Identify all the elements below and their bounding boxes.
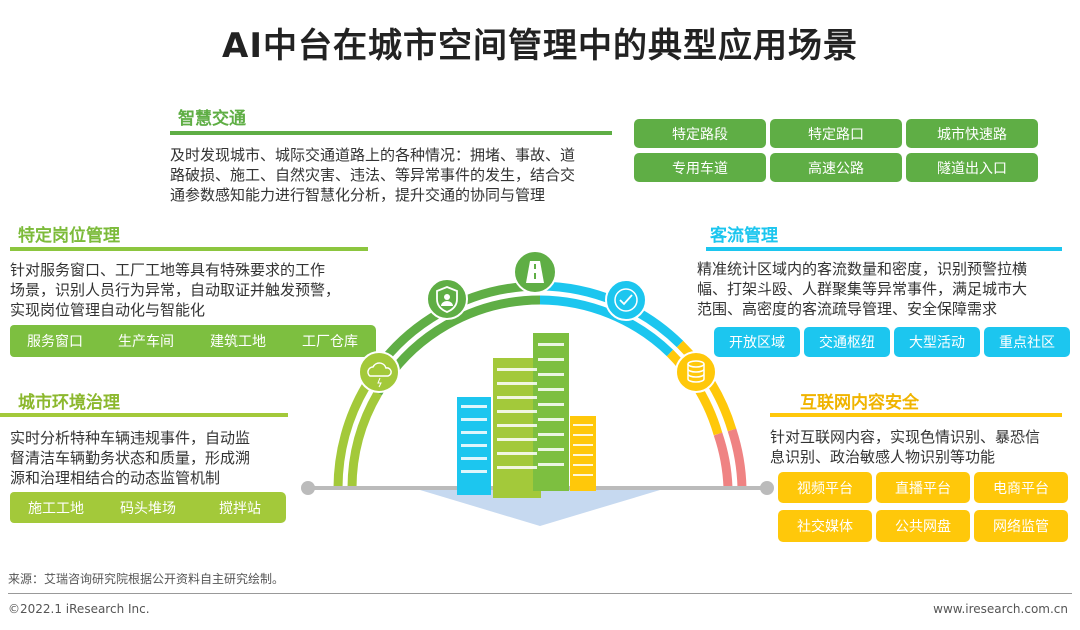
text-line: 精准统计区域内的客流数量和密度，识别预警拉横 [697,260,1028,278]
database-icon [675,351,717,393]
tag-flow: 开放区域 [714,327,800,357]
text-line: 源和治理相结合的动态监管机制 [10,469,221,487]
tag-post: 生产车间 [100,325,192,357]
tag-post: 工厂仓库 [284,325,376,357]
net-divider [770,413,1062,417]
flow-heading: 客流管理 [710,226,778,246]
env-divider [0,413,288,417]
env-heading: 城市环境治理 [18,393,120,413]
post-description: 针对服务窗口、工厂工地等具有特殊要求的工作场景，识别人员行为异常，自动取证并触发… [10,260,340,320]
flow-divider [706,247,1062,251]
traffic-divider [170,131,612,135]
buildings-icon [457,333,596,498]
tag-env: 码头堆场 [102,492,194,523]
tag-traffic: 特定路口 [770,119,902,148]
env-description: 实时分析特种车辆违规事件，自动监督清洁车辆勤务状态和质量，形成溯源和治理相结合的… [10,428,250,488]
tag-traffic: 特定路段 [634,119,766,148]
page-title: AI中台在城市空间管理中的典型应用场景 [222,26,858,66]
tag-traffic: 专用车道 [634,153,766,182]
post-heading: 特定岗位管理 [18,226,120,246]
ground-shadow [420,490,660,526]
tag-flow: 大型活动 [894,327,980,357]
source-note: 来源：艾瑞咨询研究院根据公开资料自主研究绘制。 [8,572,285,586]
text-line: 场景，识别人员行为异常，自动取证并触发预警， [10,281,341,299]
tag-net: 直播平台 [876,472,970,503]
cloud-icon [358,351,400,393]
check-circle-icon [605,279,647,321]
tag-env: 施工工地 [10,492,102,523]
tag-post: 服务窗口 [10,325,100,357]
text-line: 通参数感知能力进行智慧化分析，提升交通的协同与管理 [170,186,546,204]
copyright: ©2022.1 iResearch Inc. [8,602,150,616]
post-divider [10,247,368,251]
text-line: 针对互联网内容，实现色情识别、暴恐信 [770,428,1041,446]
tag-net: 社交媒体 [778,510,872,542]
text-line: 实现岗位管理自动化与智能化 [10,301,206,319]
shield-user-icon [426,278,468,320]
net-description: 针对互联网内容，实现色情识别、暴恐信息识别、政治敏感人物识别等功能 [770,427,1040,467]
tag-net: 视频平台 [778,472,872,503]
tag-net: 公共网盘 [876,510,970,542]
text-line: 路破损、施工、自然灾害、违法、等异常事件的发生，结合交 [170,166,576,184]
text-line: 息识别、政治敏感人物识别等功能 [770,448,996,466]
tag-flow: 重点社区 [984,327,1070,357]
tag-net: 电商平台 [974,472,1068,503]
website-link[interactable]: www.iresearch.com.cn [933,602,1068,616]
road-icon [513,250,557,294]
tag-traffic: 高速公路 [770,153,902,182]
tag-traffic: 城市快速路 [906,119,1038,148]
text-line: 督清洁车辆勤务状态和质量，形成溯 [10,449,251,467]
text-line: 针对服务窗口、工厂工地等具有特殊要求的工作 [10,261,326,279]
net-heading: 互联网内容安全 [800,393,919,413]
tag-net: 网络监管 [974,510,1068,542]
text-line: 及时发现城市、城际交通道路上的各种情况：拥堵、事故、道 [170,146,576,164]
flow-description: 精准统计区域内的客流数量和密度，识别预警拉横幅、打架斗殴、人群聚集等异常事件，满… [697,259,1027,319]
tag-post: 建筑工地 [192,325,284,357]
traffic-heading: 智慧交通 [178,109,246,129]
traffic-description: 及时发现城市、城际交通道路上的各种情况：拥堵、事故、道路破损、施工、自然灾害、违… [170,145,575,205]
baseline-end [301,481,315,495]
baseline-end [760,481,774,495]
footer-divider [8,593,1072,594]
text-line: 范围、高密度的客流疏导管理、安全保障需求 [697,300,998,318]
tag-flow: 交通枢纽 [804,327,890,357]
city-arc-graphic [301,250,774,526]
text-line: 幅、打架斗殴、人群聚集等异常事件，满足城市大 [697,280,1028,298]
text-line: 实时分析特种车辆违规事件，自动监 [10,429,251,447]
tag-traffic: 隧道出入口 [906,153,1038,182]
tag-env: 搅拌站 [194,492,286,523]
